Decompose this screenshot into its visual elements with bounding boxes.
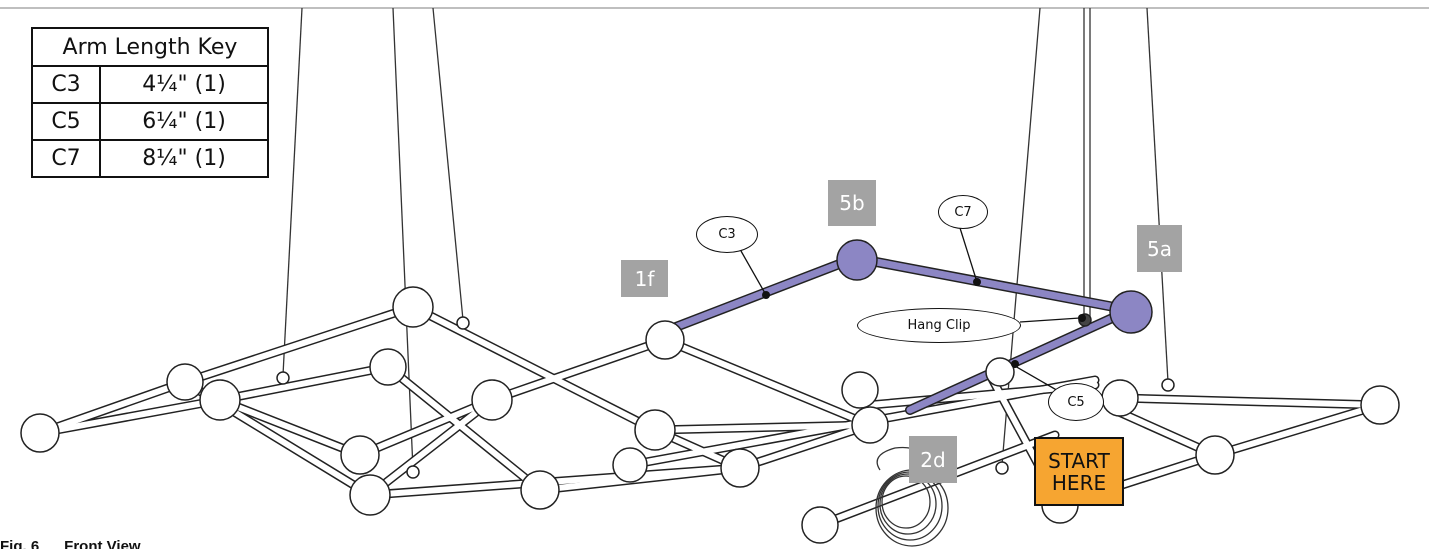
start-here-line2: HERE (1051, 470, 1107, 495)
key-table-row: C7 8¼" (1) (31, 139, 269, 178)
step-tag-1f: 1f (621, 260, 668, 297)
arm-code: C3 (31, 65, 101, 104)
leader-lines (740, 227, 1081, 393)
arms-core (37, 304, 1383, 528)
hubs (20, 286, 1400, 544)
arm-length: 8¼" (1) (99, 139, 269, 178)
arm-length: 4¼" (1) (99, 65, 269, 104)
key-table-header-row: Arm Length Key (31, 27, 269, 67)
callout-c3: C3 (696, 216, 758, 253)
arm-code: C7 (31, 139, 101, 178)
key-table-row: C3 4¼" (1) (31, 65, 269, 104)
callout-c5: C5 (1048, 383, 1104, 421)
key-table-row: C5 6¼" (1) (31, 102, 269, 141)
highlighted-arms (663, 253, 1135, 415)
highlighted-hubs (836, 239, 1153, 334)
arm-code: C5 (31, 102, 101, 141)
step-tag-2d: 2d (909, 436, 957, 483)
step-tag-5b: 5b (828, 180, 876, 226)
step-tag-5a: 5a (1137, 225, 1182, 272)
leader-dots (762, 278, 1086, 368)
arm-length-key-table: Arm Length Key C3 4¼" (1) C5 6¼" (1) C7 … (31, 27, 269, 178)
key-table-title: Arm Length Key (31, 27, 269, 67)
suspension-cables (282, 7, 1169, 471)
start-here-line1: START (1048, 448, 1110, 473)
figure-caption: Fig. 6 Front View (0, 538, 141, 555)
start-here-badge: START HERE (1034, 437, 1124, 506)
callout-hang-clip: Hang Clip (857, 308, 1021, 343)
callout-c7: C7 (938, 195, 988, 229)
arm-length: 6¼" (1) (99, 102, 269, 141)
